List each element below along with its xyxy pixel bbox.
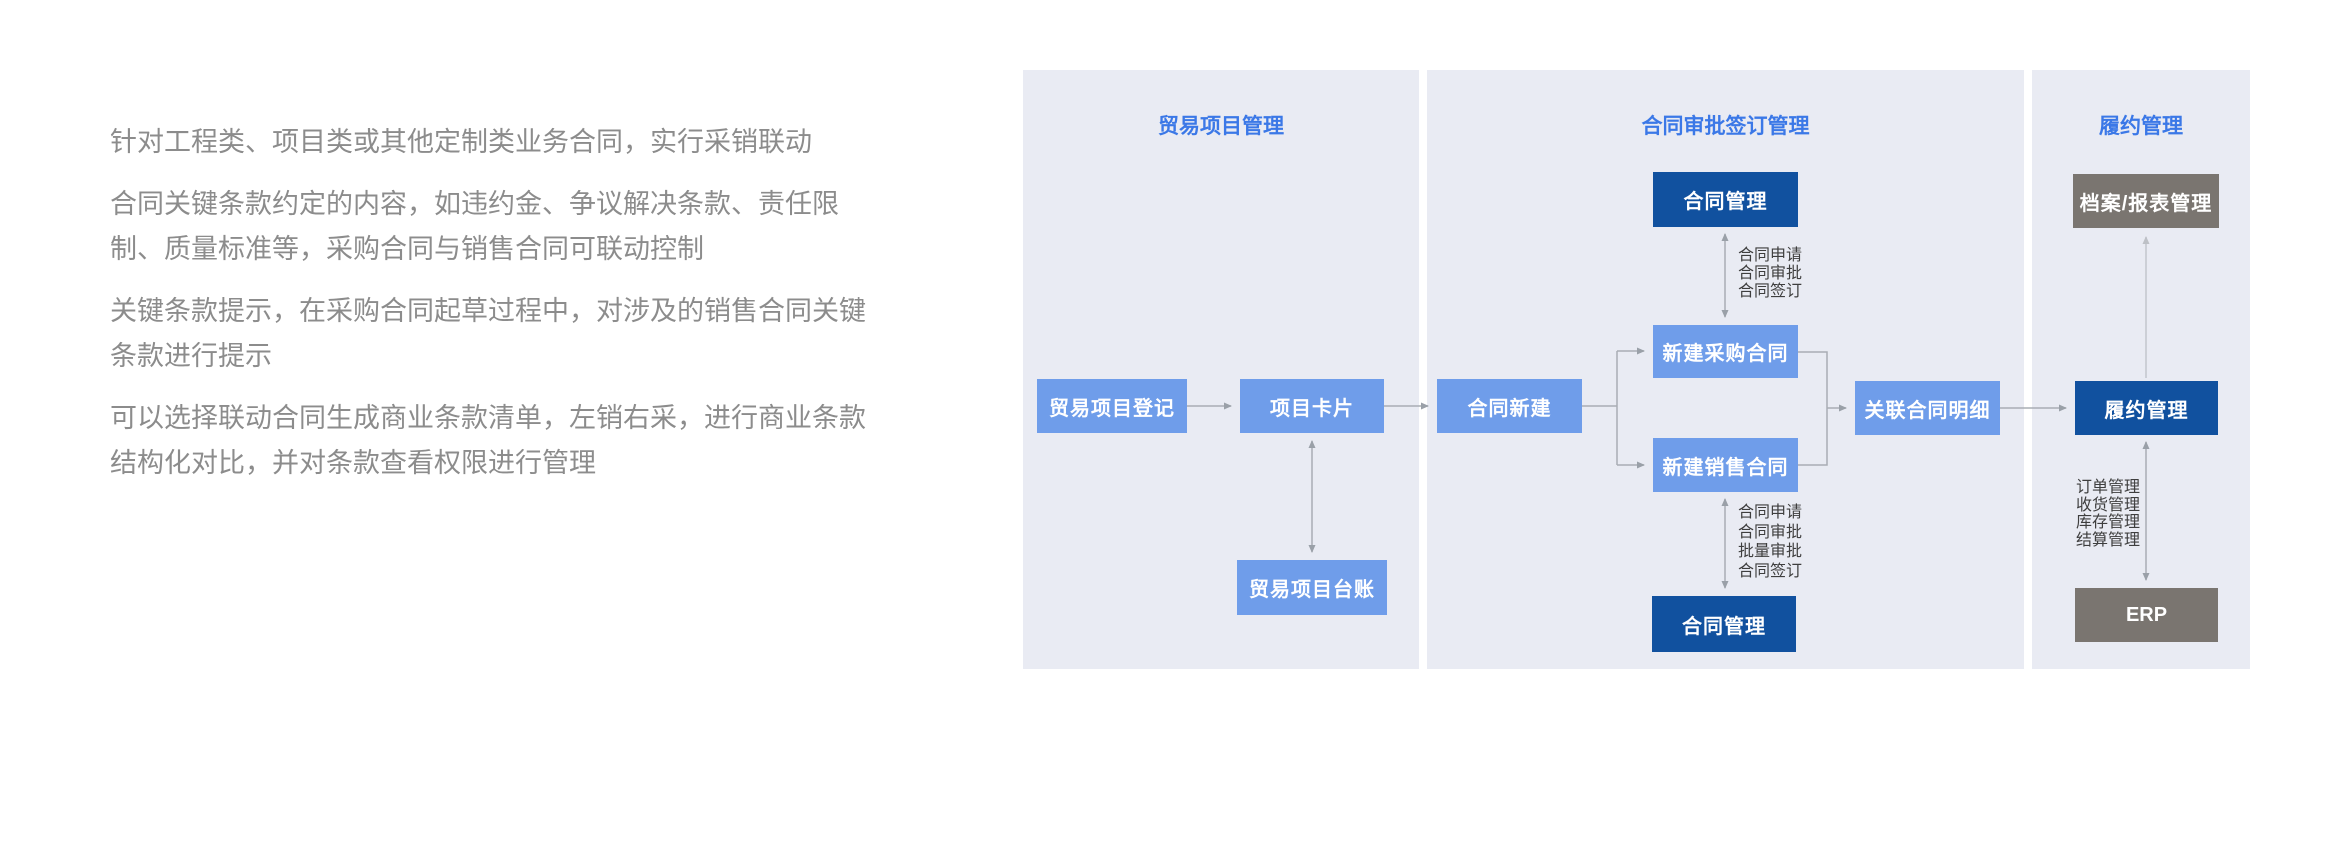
label-contract-approval-steps-top: 合同申请 合同审批 合同签订 bbox=[1738, 247, 1803, 300]
box-trade-project-ledger: 贸易项目台账 bbox=[1237, 560, 1387, 615]
feature-paragraph: 关键条款提示，在采购合同起草过程中，对涉及的销售合同关键 条款进行提示 bbox=[110, 296, 866, 371]
box-trade-project-register: 贸易项目登记 bbox=[1037, 379, 1187, 433]
label-contract-approval-steps-bottom: 合同申请 合同审批 批量审批 合同签订 bbox=[1738, 504, 1803, 580]
box-archive-report-management: 档案/报表管理 bbox=[2073, 174, 2219, 228]
box-erp: ERP bbox=[2075, 588, 2218, 642]
panel-title: 履约管理 bbox=[2099, 115, 2183, 138]
panel-title: 合同审批签订管理 bbox=[1641, 115, 1810, 138]
feature-paragraph: 合同关键条款约定的内容，如违约金、争议解决条款、责任限 制、质量标准等，采购合同… bbox=[110, 189, 839, 264]
box-project-card: 项目卡片 bbox=[1240, 379, 1384, 433]
panel-performance-management: 履约管理 bbox=[2032, 70, 2250, 669]
box-contract-create: 合同新建 bbox=[1437, 379, 1582, 433]
label-erp-operations: 订单管理 收货管理 库存管理 结算管理 bbox=[2076, 479, 2141, 549]
box-contract-management-bottom: 合同管理 bbox=[1652, 596, 1796, 652]
feature-paragraph: 针对工程类、项目类或其他定制类业务合同，实行采销联动 bbox=[110, 127, 812, 157]
feature-paragraph: 可以选择联动合同生成商业条款清单，左销右采，进行商业条款 结构化对比，并对条款查… bbox=[110, 403, 866, 478]
box-new-purchase-contract: 新建采购合同 bbox=[1653, 325, 1798, 378]
box-new-sales-contract: 新建销售合同 bbox=[1653, 438, 1798, 492]
panel-title: 贸易项目管理 bbox=[1158, 115, 1284, 138]
box-related-contract-detail: 关联合同明细 bbox=[1855, 381, 2000, 435]
box-contract-management-top: 合同管理 bbox=[1653, 172, 1798, 227]
feature-text-block: 针对工程类、项目类或其他定制类业务合同，实行采销联动 合同关键条款约定的内容，如… bbox=[110, 120, 1030, 503]
box-performance-management: 履约管理 bbox=[2075, 381, 2218, 435]
